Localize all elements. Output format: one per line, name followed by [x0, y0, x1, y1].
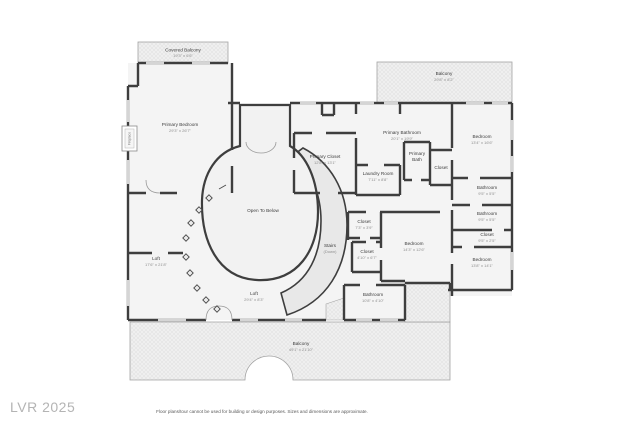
laundry-label: Laundry Room	[363, 171, 394, 176]
bedroom-ne-label: Bedroom	[472, 134, 491, 139]
stairs-sub-label: (Down)	[324, 249, 338, 254]
loft-left-dims: 17'6" x 21'8"	[145, 262, 168, 267]
balcony-bump-area	[404, 282, 451, 323]
fireplace: Fireplace	[121, 125, 138, 152]
bedroom-se-dims: 13'8" x 14'1"	[471, 263, 494, 268]
fireplace-label: Fireplace	[128, 132, 132, 145]
floor-plan-drawing: Fireplace Covered Balcony 19'3" x 6'6" P…	[121, 41, 514, 381]
primary-closet-label: Primary Closet	[310, 154, 341, 159]
open-to-below-label: Open To Below	[247, 208, 279, 213]
primary-bedroom-dims: 29'3" x 26'7"	[169, 128, 192, 133]
bottom-balcony-dims: 49'1" x 21'10"	[289, 347, 314, 352]
covered-balcony-label: Covered Balcony	[165, 48, 201, 53]
primary-bathroom-label: Primary Bathroom	[383, 130, 421, 135]
curved-stairs-shape	[280, 147, 348, 317]
primary-small-closet-label: Closet	[434, 165, 448, 170]
closet-c1-dims: 7'3" x 3'9"	[355, 225, 373, 230]
closet-e-dims: 9'5" x 2'5"	[478, 238, 496, 243]
primary-bath-label-line1: Primary	[409, 151, 426, 156]
bathroom-c-label: Bathroom	[363, 292, 383, 297]
bottom-balcony-label: Balcony	[293, 341, 310, 346]
loft-left-label: Loft	[152, 256, 161, 261]
bottom-balcony-area	[129, 321, 451, 381]
room-labels: Covered Balcony 19'3" x 6'6" Primary Bed…	[145, 48, 497, 353]
open-to-below-shape	[200, 103, 320, 282]
bedroom-c-label: Bedroom	[404, 241, 423, 246]
closet-e-label: Closet	[480, 232, 494, 237]
stairs-label: Stairs	[324, 243, 337, 248]
railing-posts	[182, 184, 227, 313]
walls-path	[126, 61, 514, 322]
footer-disclaimer: Floor plans/tour cannot be used for buil…	[156, 409, 368, 414]
covered-balcony-dims: 19'3" x 6'6"	[173, 53, 193, 58]
top-balcony-dims: 29'8" x 8'2"	[434, 77, 454, 82]
bedroom-se-label: Bedroom	[472, 257, 491, 262]
primary-bedroom-label: Primary Bedroom	[162, 122, 199, 127]
top-balcony-area	[376, 61, 513, 104]
bedroom-ne-dims: 13'4" x 16'6"	[471, 140, 494, 145]
top-balcony-label: Balcony	[436, 71, 453, 76]
closet-c2-dims: 4'10" x 6'7"	[357, 255, 377, 260]
bathroom-e2-label: Bathroom	[477, 211, 497, 216]
closet-c2-label: Closet	[360, 249, 374, 254]
windows-path	[126, 61, 514, 322]
laundry-dims: 7'11" x 8'8"	[368, 177, 388, 182]
loft-bottom-dims: 29'4" x 8'3"	[244, 297, 264, 302]
primary-closet-dims: 12'8" x 13'1"	[314, 160, 337, 165]
primary-bathroom-dims: 20'1" x 19'9"	[391, 136, 414, 141]
closet-c1-label: Closet	[357, 219, 371, 224]
bedroom-c-dims: 14'3" x 12'6"	[403, 247, 426, 252]
watermark-logo: LVR 2025	[10, 399, 76, 415]
bathroom-e2-dims: 9'5" x 5'5"	[478, 217, 496, 222]
bathroom-e1-dims: 9'5" x 5'5"	[478, 191, 496, 196]
primary-bath-label-line2: Bath	[412, 157, 422, 162]
loft-bottom-label: Loft	[250, 291, 259, 296]
door-swing-arcs	[145, 141, 277, 321]
bathroom-e1-label: Bathroom	[477, 185, 497, 190]
bathroom-c-dims: 10'8" x 4'10"	[362, 298, 385, 303]
